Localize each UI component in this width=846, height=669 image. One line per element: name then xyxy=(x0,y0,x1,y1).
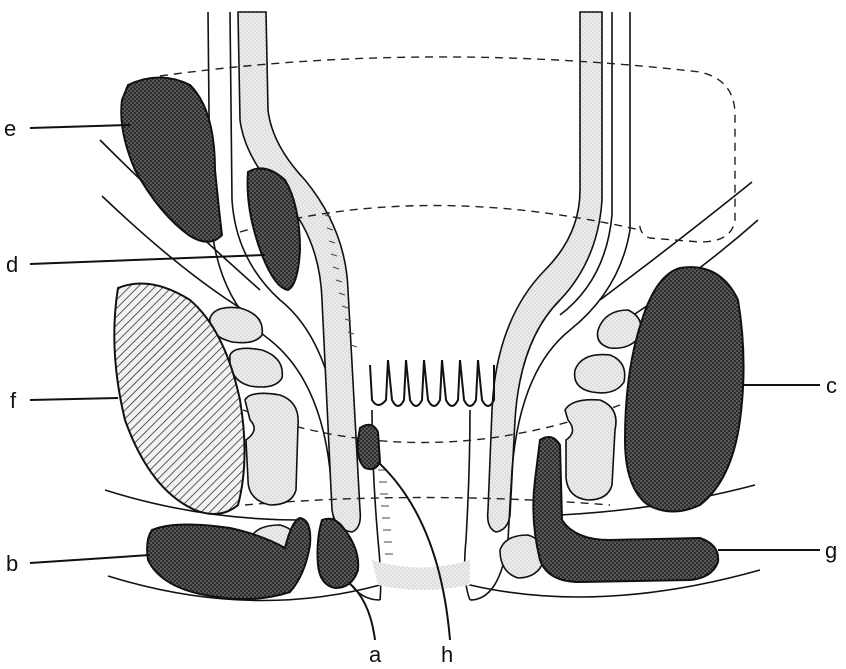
abscess-h-submucous xyxy=(358,425,380,469)
label-b: b xyxy=(6,551,18,576)
abscess-e-supralevator xyxy=(121,78,222,242)
label-h: h xyxy=(441,642,453,667)
label-d: d xyxy=(6,252,18,277)
label-a: a xyxy=(369,642,382,667)
label-e: e xyxy=(4,116,16,141)
label-f: f xyxy=(10,388,17,413)
anal-columns xyxy=(370,360,494,406)
label-g: g xyxy=(825,538,837,563)
abscess-c-ischiorectal xyxy=(625,267,744,511)
label-c: c xyxy=(826,373,837,398)
